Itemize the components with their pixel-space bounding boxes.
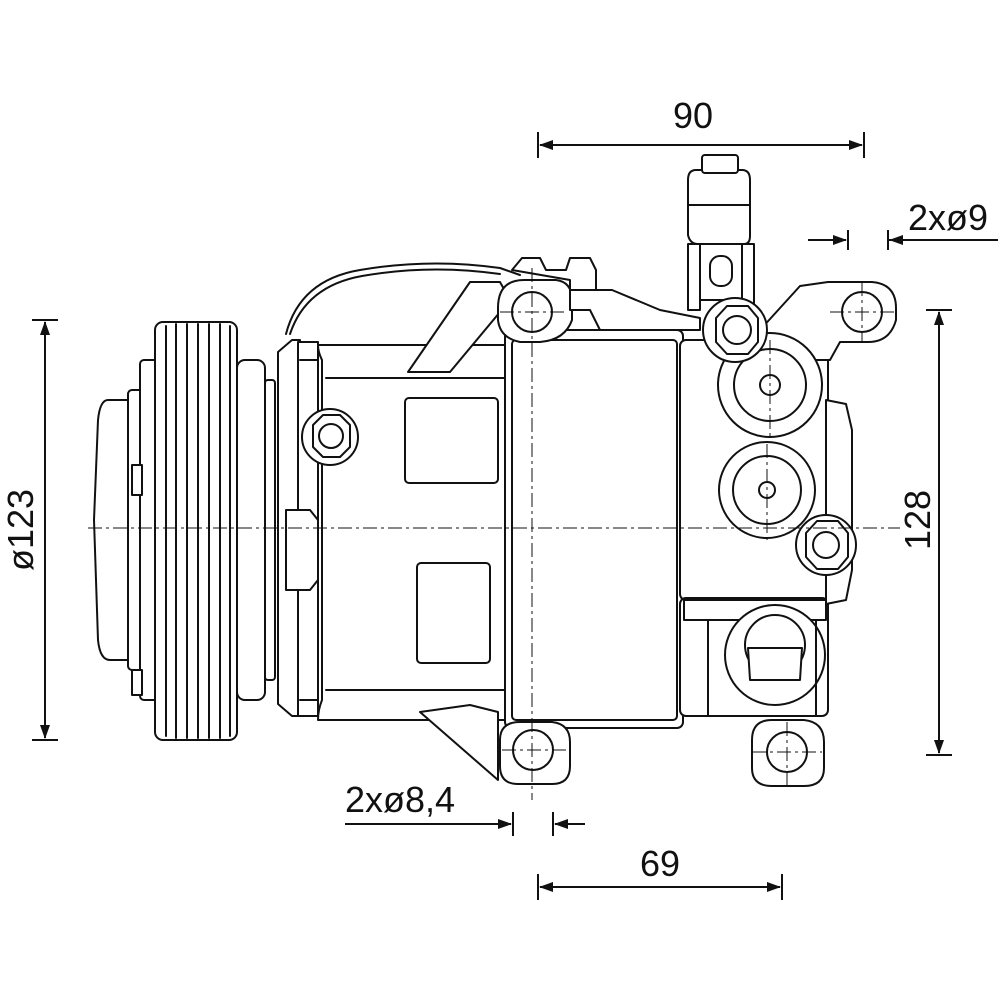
- dimension-top-hole: 2xø9: [808, 197, 998, 250]
- dim-label-top-hole: 2xø9: [908, 197, 988, 238]
- dim-label-pulley-diameter: ø123: [0, 489, 41, 571]
- dim-label-top-width: 90: [673, 95, 713, 136]
- dimension-height: 128: [897, 309, 952, 756]
- pulley: [93, 321, 276, 741]
- dimension-pulley-diameter: ø123: [0, 319, 58, 741]
- dimension-top-width: 90: [537, 95, 865, 158]
- dimension-bottom-hole: 2xø8,4: [345, 779, 585, 836]
- dim-label-bottom-hole: 2xø8,4: [345, 779, 455, 820]
- dimension-bottom-width: 69: [537, 843, 783, 900]
- center-lines: [88, 268, 900, 800]
- middle-cylinder: [497, 257, 701, 785]
- rear-head: [679, 154, 897, 787]
- front-housing: [277, 262, 521, 781]
- dim-label-bottom-width: 69: [640, 843, 680, 884]
- dim-label-height: 128: [897, 490, 938, 550]
